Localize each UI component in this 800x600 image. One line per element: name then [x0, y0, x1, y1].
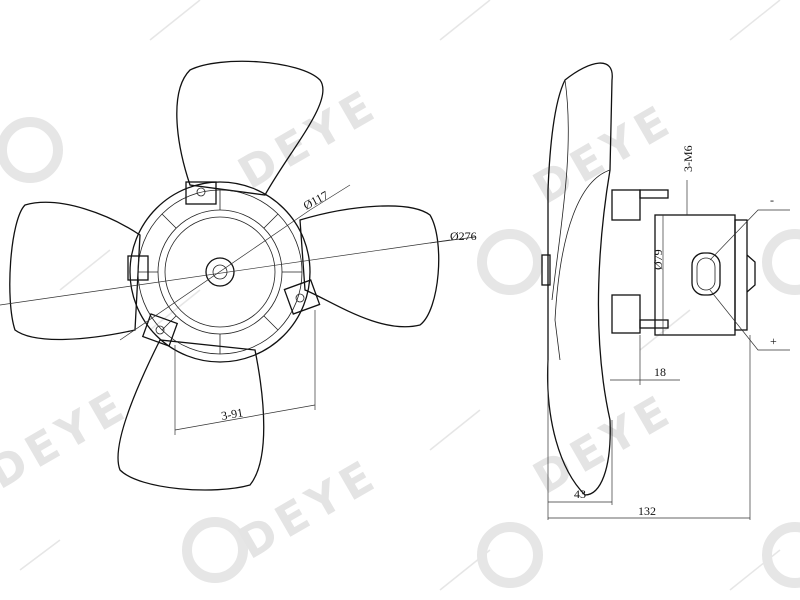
watermark-logo — [0, 117, 63, 183]
mount-tab-left — [141, 313, 179, 347]
mount-tab-right — [283, 279, 321, 315]
side-view: 3-M6 Ø79 - + 18 43 132 — [541, 62, 790, 520]
negative-terminal-label: - — [770, 193, 774, 207]
connector-front — [127, 255, 149, 281]
bracket-top — [611, 189, 641, 221]
fan-diameter-label: Ø276 — [450, 229, 477, 243]
fan-blade-top — [176, 60, 324, 196]
blade-depth-label: 43 — [574, 487, 586, 501]
motor-diameter-label: Ø79 — [651, 249, 665, 270]
stud-length-label: 18 — [654, 365, 666, 379]
thread-label: 3-M6 — [681, 145, 695, 172]
mount-holes-label: 3-91 — [220, 405, 244, 423]
stud-top — [639, 189, 669, 199]
total-depth-label: 132 — [638, 504, 656, 518]
motor-body — [654, 214, 736, 336]
mount-tab-top — [185, 181, 217, 205]
front-view: Ø117 Ø276 3-91 — [0, 60, 477, 491]
watermark-logo — [477, 229, 543, 295]
fan-blade-left — [9, 201, 141, 341]
stud-bottom — [639, 319, 669, 329]
watermark-logo — [182, 517, 248, 583]
blade-profile — [546, 62, 613, 496]
watermark-text: DEYE — [230, 449, 388, 569]
motor-connector — [691, 252, 721, 296]
watermark-logo — [477, 522, 543, 588]
hub-cap — [541, 254, 551, 286]
watermark-text: DEYE — [230, 79, 388, 199]
hub-outer-ring — [129, 181, 311, 363]
hub-diameter-label: Ø117 — [301, 188, 331, 213]
watermark-logo — [762, 522, 800, 588]
motor-endcap — [734, 219, 748, 331]
fan-blade-bottom — [117, 339, 265, 491]
fan-blade-right — [299, 205, 440, 328]
motor-inner-ring — [164, 216, 276, 328]
watermark-text: DEYE — [0, 379, 138, 499]
watermark-logo — [762, 229, 800, 295]
positive-terminal-label: + — [770, 334, 777, 348]
bracket-bottom — [611, 294, 641, 334]
shaft-boss — [205, 257, 235, 287]
